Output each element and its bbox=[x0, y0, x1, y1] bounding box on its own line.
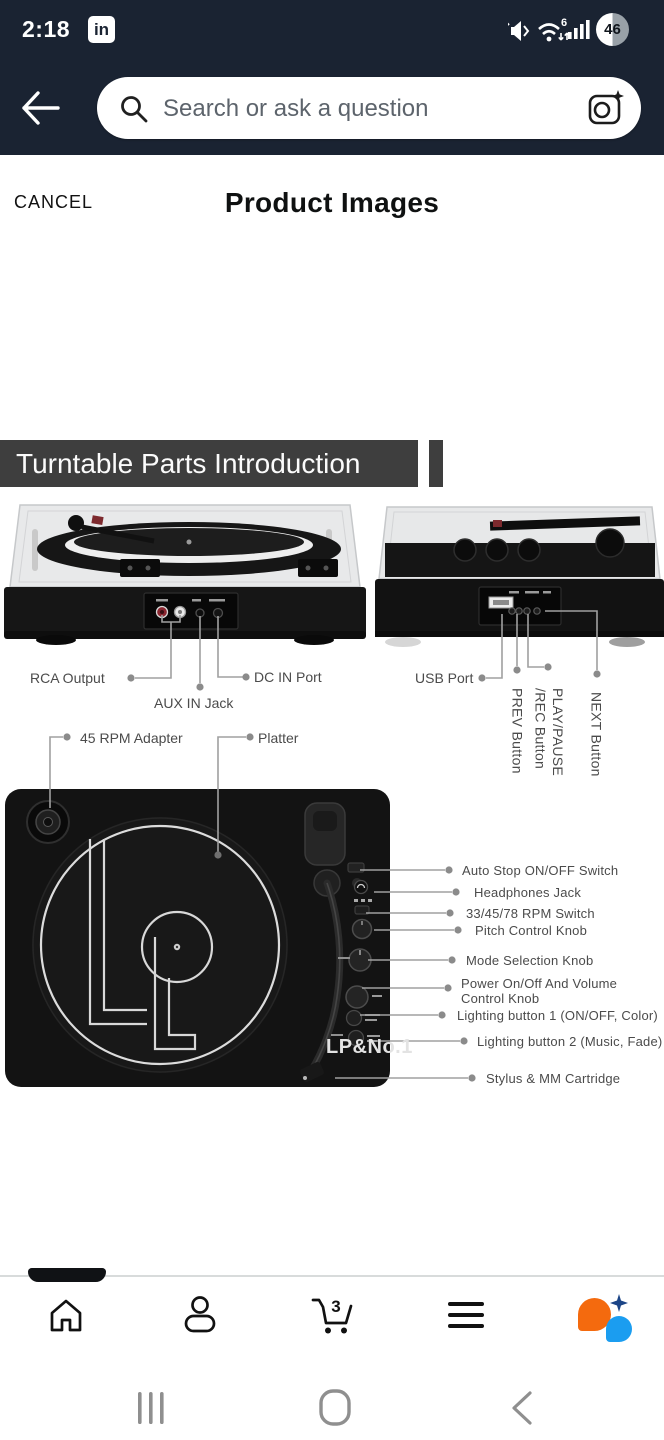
label-prev-button: PREV Button bbox=[509, 688, 526, 774]
signal-icon bbox=[568, 20, 590, 39]
cart-count-badge: 3 bbox=[331, 1297, 340, 1316]
search-icon bbox=[121, 96, 148, 123]
profile-icon bbox=[184, 1296, 216, 1333]
label-aux-in-jack: AUX IN Jack bbox=[154, 695, 234, 711]
status-time: 2:18 bbox=[22, 16, 71, 42]
brand-logo-text: LP&No.1 bbox=[326, 1036, 413, 1058]
bottom-nav-divider bbox=[0, 1275, 664, 1277]
cart-icon: 3 bbox=[311, 1297, 353, 1334]
label-stylus-cartridge: Stylus & MM Cartridge bbox=[486, 1071, 621, 1086]
menu-icon bbox=[448, 1302, 484, 1328]
label-rpm-switch: 33/45/78 RPM Switch bbox=[466, 906, 595, 921]
label-power-volume-knob: Power On/Off And Volume Control Knob bbox=[461, 976, 618, 1006]
label-play-pause-rec-button: PLAY/PAUSE /REC Button bbox=[532, 688, 567, 777]
search-bar[interactable] bbox=[97, 77, 641, 141]
svg-text:6: 6 bbox=[561, 17, 567, 29]
page-title: Product Images bbox=[224, 187, 440, 218]
label-pitch-control-knob: Pitch Control Knob bbox=[475, 923, 587, 938]
back-arrow-icon bbox=[22, 91, 60, 125]
nav-menu-button[interactable] bbox=[445, 1300, 487, 1334]
nav-cart-button[interactable]: 3 bbox=[308, 1292, 358, 1340]
diagram-leader-lines bbox=[49, 610, 601, 1082]
turntable-top-view-image bbox=[5, 789, 390, 1087]
battery-icon: 46 bbox=[596, 13, 629, 46]
camera-lens-icon bbox=[588, 90, 624, 125]
rufus-sparkle-icon bbox=[610, 1294, 628, 1312]
android-recents-button[interactable] bbox=[132, 1390, 172, 1428]
label-mode-selection-knob: Mode Selection Knob bbox=[466, 953, 594, 968]
active-tab-indicator bbox=[28, 1268, 106, 1282]
label-headphones-jack: Headphones Jack bbox=[474, 885, 582, 900]
nav-rufus-button[interactable] bbox=[576, 1294, 632, 1342]
back-button[interactable] bbox=[18, 90, 62, 126]
android-back-button[interactable] bbox=[506, 1390, 538, 1428]
label-rca-output: RCA Output bbox=[30, 670, 105, 686]
cancel-button[interactable]: CANCEL bbox=[14, 192, 94, 212]
turntable-front-view-image bbox=[375, 506, 664, 647]
label-next-button: NEXT Button bbox=[588, 692, 605, 777]
camera-lens-button[interactable] bbox=[587, 90, 627, 128]
search-input[interactable] bbox=[161, 77, 565, 141]
label-dc-in-port: DC IN Port bbox=[254, 669, 322, 685]
label-auto-stop-switch: Auto Stop ON/OFF Switch bbox=[462, 863, 619, 878]
banner-accent-bar bbox=[429, 440, 443, 487]
back-chevron-icon bbox=[512, 1391, 532, 1425]
rufus-chat-bubble-icon bbox=[606, 1316, 632, 1342]
label-usb-port: USB Port bbox=[415, 670, 474, 686]
nav-profile-button[interactable] bbox=[180, 1294, 220, 1338]
label-45-rpm-adapter: 45 RPM Adapter bbox=[80, 730, 183, 746]
turntable-back-view-image bbox=[4, 504, 366, 645]
nav-home-button[interactable] bbox=[46, 1296, 86, 1336]
recents-icon bbox=[138, 1392, 164, 1424]
label-lighting-button-2: Lighting button 2 (Music, Fade) bbox=[477, 1034, 663, 1049]
label-lighting-button-1: Lighting button 1 (ON/OFF, Color) bbox=[457, 1008, 658, 1023]
product-image[interactable]: Turntable Parts Introduction bbox=[0, 430, 664, 1100]
home-pill-icon bbox=[319, 1389, 351, 1426]
android-home-button[interactable] bbox=[317, 1389, 355, 1429]
wifi-icon: 6 bbox=[538, 17, 570, 42]
label-platter: Platter bbox=[258, 730, 299, 746]
diagram-banner-title: Turntable Parts Introduction bbox=[0, 440, 418, 487]
rufus-icon bbox=[578, 1298, 611, 1331]
vibrate-icon bbox=[508, 21, 530, 41]
linkedin-notification-icon: in bbox=[88, 16, 115, 43]
home-icon bbox=[50, 1299, 82, 1331]
